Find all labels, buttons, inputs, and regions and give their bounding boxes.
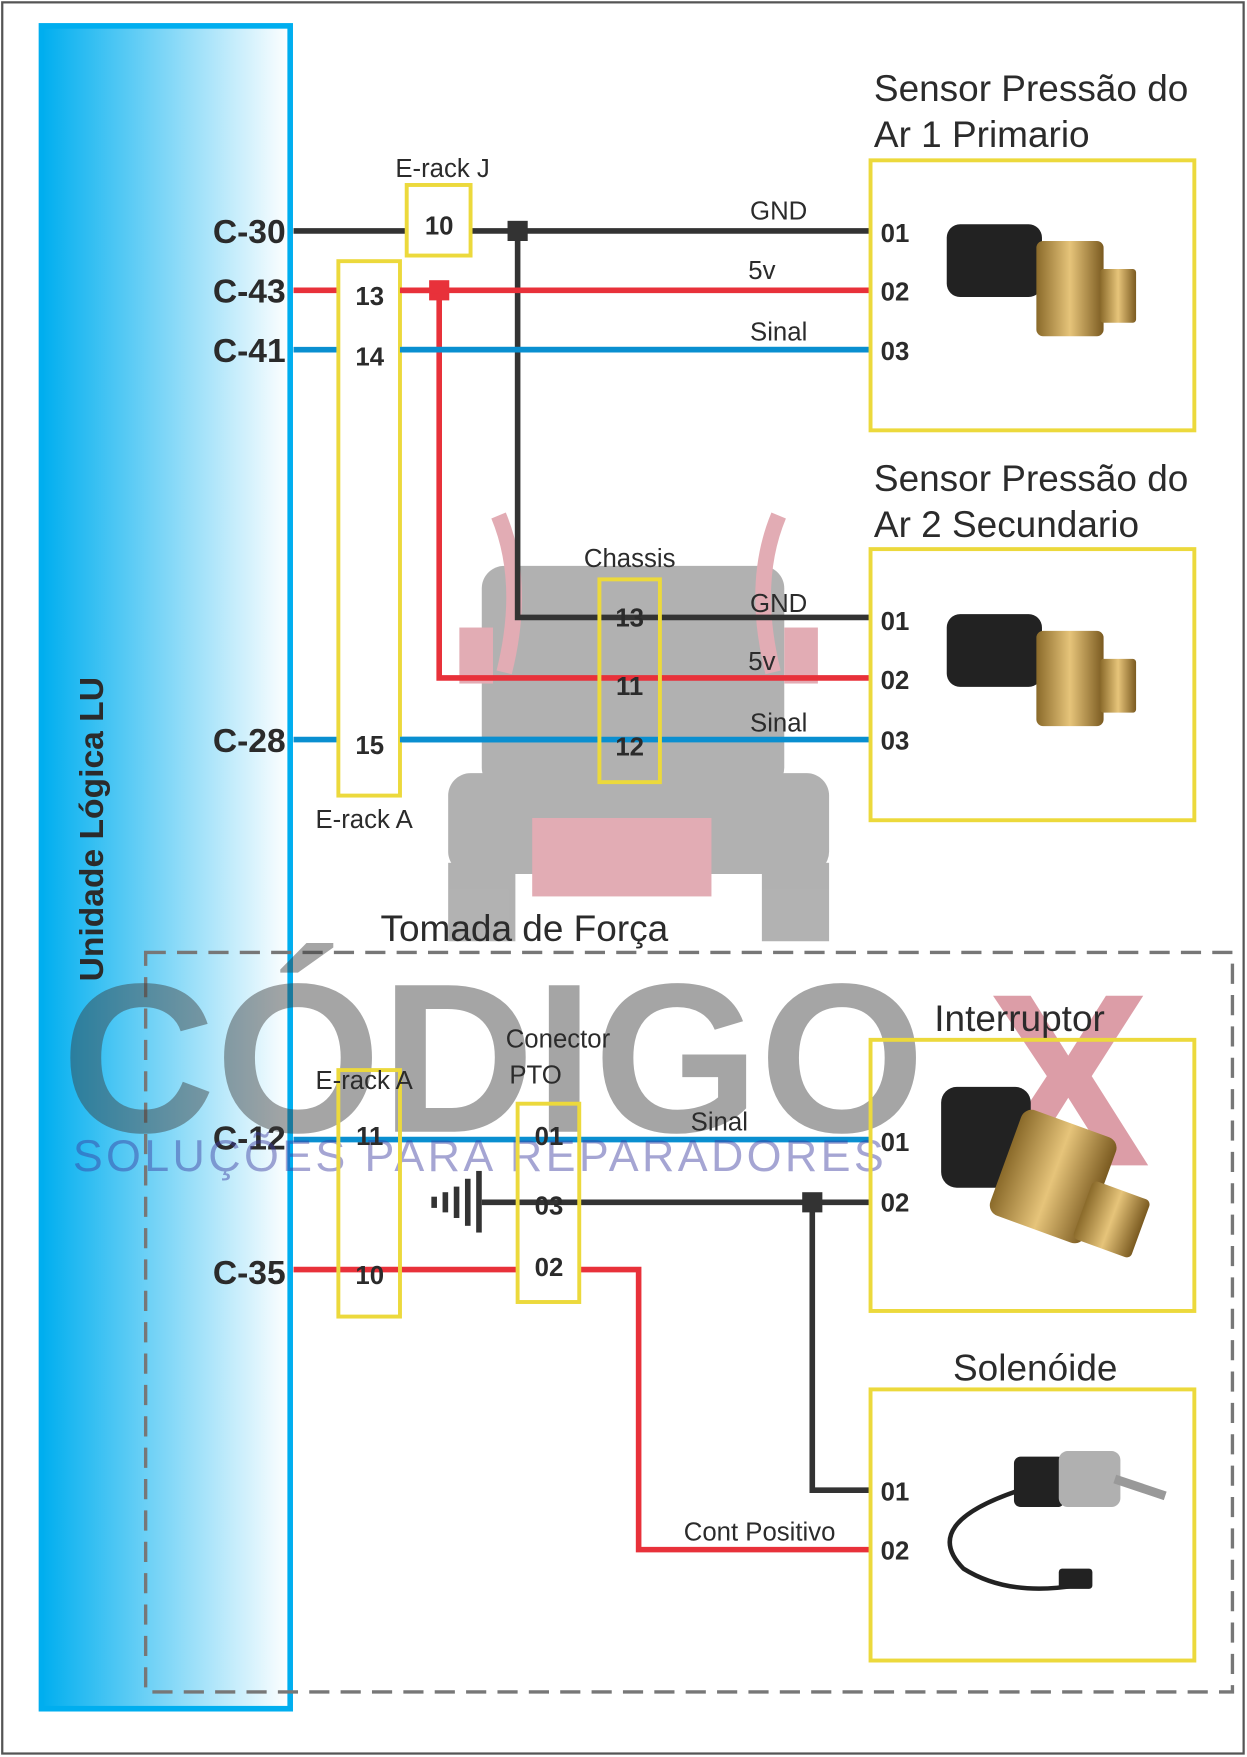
- wire-gnd-branch: [514, 230, 872, 621]
- solenoide-pin-02: 02: [881, 1538, 910, 1566]
- wire-label-cont-positivo: Cont Positivo: [684, 1519, 836, 1547]
- pto-pin-03: 03: [535, 1193, 564, 1221]
- pressure-sensor-image: [946, 614, 1137, 727]
- pressure-switch-image: [941, 1086, 1150, 1258]
- junction-pto-gnd: [802, 1192, 823, 1213]
- junction-gnd: [507, 220, 528, 241]
- connector-chassis: 13 11 12 Chassis: [584, 545, 676, 785]
- sensor-1-pin-01: 01: [881, 220, 910, 248]
- erack-a-bottom-pin-11: 11: [356, 1123, 383, 1151]
- sensor-2-pin-01: 01: [881, 608, 910, 636]
- chassis-pin-11: 11: [616, 673, 643, 701]
- ecu-pin-c28: C-28: [213, 723, 286, 760]
- interruptor: Interruptor 01 02: [868, 998, 1197, 1313]
- pto-label-1: Conector: [506, 1026, 611, 1054]
- erack-a-pin-15: 15: [355, 732, 384, 760]
- wire-label-s1-5v: 5v: [748, 257, 775, 285]
- connector-erack-j: 10 E-rack J: [395, 155, 490, 258]
- pto-section-title: Tomada de Força: [381, 908, 669, 949]
- wire-label-s2-5v: 5v: [748, 648, 775, 676]
- wire-label-s1-gnd: GND: [750, 198, 807, 226]
- sensor-2-title-2: Ar 2 Secundario: [874, 504, 1139, 545]
- pto-pin-02: 02: [535, 1254, 564, 1282]
- connector-erack-a-top: 13 14 15 E-rack A: [315, 259, 414, 834]
- sensor-2: Sensor Pressão do Ar 2 Secundario 01 02 …: [868, 458, 1197, 823]
- sensor-2-pin-03: 03: [881, 728, 910, 756]
- chassis-label: Chassis: [584, 545, 676, 573]
- ecu-pin-c41: C-41: [213, 333, 286, 370]
- ecu-title: Unidade Lógica LU: [74, 677, 111, 981]
- erack-a-pin-14: 14: [355, 343, 384, 371]
- pressure-sensor-image: [946, 224, 1137, 337]
- sensor-2-title-1: Sensor Pressão do: [874, 458, 1188, 499]
- wire-label-s2-gnd: GND: [750, 590, 807, 618]
- watermark-brand: CÓDIGO: [62, 940, 925, 1178]
- sensor-2-pin-02: 02: [881, 667, 910, 695]
- erack-a-pin-13: 13: [355, 283, 384, 311]
- sensor-1-title-2: Ar 1 Primario: [874, 114, 1090, 155]
- solenoide-pin-01: 01: [881, 1478, 910, 1506]
- pto-pin-01: 01: [535, 1123, 564, 1151]
- pto-label-2: PTO: [509, 1062, 561, 1090]
- solenoide-title: Solenóide: [953, 1347, 1117, 1388]
- ecu-pin-c43: C-43: [213, 274, 286, 311]
- connector-pto: 01 03 02 Conector PTO: [506, 1026, 611, 1304]
- wire-5v-branch: [436, 290, 872, 681]
- interruptor-title: Interruptor: [934, 998, 1105, 1039]
- ecu-pin-c12: C-12: [213, 1121, 286, 1158]
- interruptor-pin-02: 02: [881, 1189, 910, 1217]
- interruptor-pin-01: 01: [881, 1129, 910, 1157]
- sensor-1-title-1: Sensor Pressão do: [874, 68, 1188, 109]
- solenoid-valve-image: [947, 1451, 1167, 1591]
- erack-j-pin: 10: [425, 212, 454, 240]
- sensor-1-pin-03: 03: [881, 338, 910, 366]
- ecu-pin-c30: C-30: [213, 214, 286, 251]
- wire-gnd-solenoid: [809, 1202, 872, 1494]
- sensor-1-pin-02: 02: [881, 278, 910, 306]
- ecu-block: Unidade Lógica LU: [38, 23, 293, 1712]
- wire-label-pto-sinal: Sinal: [691, 1109, 748, 1137]
- chassis-pin-13: 13: [615, 604, 644, 632]
- erack-a-bottom-label: E-rack A: [315, 1067, 413, 1095]
- watermark-tagline: SOLUÇÕES PARA REPARADORES: [73, 1131, 887, 1181]
- connector-erack-a-bottom: 11 10 E-rack A: [315, 1067, 414, 1319]
- erack-a-top-label: E-rack A: [315, 806, 413, 834]
- wire-power-c35: [293, 1266, 872, 1553]
- wire-label-s2-sinal: Sinal: [750, 710, 807, 738]
- erack-j-label: E-rack J: [395, 155, 489, 183]
- chassis-pin-12: 12: [615, 733, 644, 761]
- pto-section-border: [143, 950, 1235, 1694]
- ecu-pin-c35: C-35: [213, 1255, 286, 1292]
- erack-a-bottom-pin-10: 10: [355, 1262, 384, 1290]
- wire-label-s1-sinal: Sinal: [750, 319, 807, 347]
- ground-icon: [431, 1170, 482, 1233]
- sensor-1: Sensor Pressão do Ar 1 Primario 01 02 03: [868, 68, 1197, 433]
- solenoide: Solenóide 01 02: [868, 1347, 1197, 1663]
